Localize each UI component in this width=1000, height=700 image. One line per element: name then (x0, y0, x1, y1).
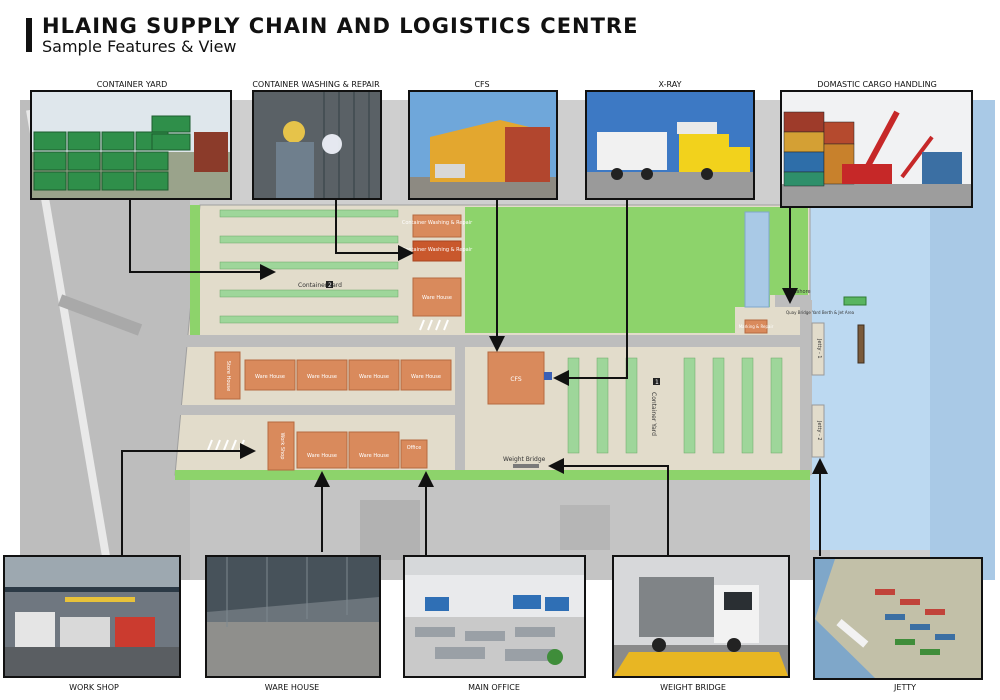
warehouse-south-2 (348, 431, 400, 469)
warehouse-mid-4 (400, 359, 452, 391)
arrow-weight-bridge (548, 458, 669, 556)
pond (744, 211, 770, 308)
container-yard-2-label: Container Yard (298, 282, 342, 289)
photo-main-office (403, 555, 586, 678)
page-subtitle: Sample Features & View (42, 37, 237, 56)
page-title: HLAING SUPPLY CHAIN AND LOGISTICS CENTRE (42, 14, 639, 38)
river (810, 200, 930, 550)
cwr-building-1 (412, 214, 462, 238)
caption-container-yard: CONTAINER YARD (96, 80, 168, 89)
photo-x-ray (585, 90, 755, 200)
container-yard-1-label: Container Yard (650, 392, 657, 436)
arrow-work-shop (121, 443, 256, 555)
caption-x-ray: X-RAY (658, 80, 682, 89)
arrow-washing-repair (335, 200, 414, 261)
warehouse-north (412, 277, 462, 317)
photo-container-washing-repair (252, 90, 382, 200)
photo-work-shop (3, 555, 181, 678)
connector-arrows (121, 198, 828, 556)
caption-main-office: MAIN OFFICE (468, 683, 520, 692)
green-belt-south (175, 470, 810, 480)
warehouse-mid-4-label: Ware House (411, 374, 441, 380)
barge (843, 296, 867, 306)
warehouse-mid-1 (244, 359, 296, 391)
arrow-container-yard (129, 198, 276, 280)
green-field (465, 207, 735, 333)
office-label: Office (407, 445, 422, 451)
photo-jetty (813, 557, 983, 680)
cfs-building (487, 351, 545, 405)
container-yard-2-number: 2 (328, 282, 332, 289)
cfs-label: CFS (510, 376, 522, 383)
jetty-2 (811, 404, 825, 458)
foreshore-label: Foreshore (786, 289, 811, 295)
warehouse-mid-1-label: Ware House (255, 374, 285, 380)
marking-label: Marking & Repair (739, 324, 774, 329)
container-yard-1-badge (653, 378, 660, 385)
warehouse-north-label: Ware House (422, 295, 452, 301)
warehouse-mid-3-label: Ware House (359, 374, 389, 380)
arrow-xray (553, 200, 628, 386)
photo-container-yard (30, 90, 232, 200)
jetty-2-label: Jetty - 2 (816, 420, 822, 441)
warehouse-mid-2-label: Ware House (307, 374, 337, 380)
container-yard-1-slots (567, 357, 783, 454)
ship (857, 324, 865, 364)
caption-cfs: CFS (474, 80, 490, 89)
office-building (400, 439, 428, 469)
road-main (175, 335, 815, 347)
title-accent-bar (26, 18, 32, 52)
road-vertical (455, 347, 465, 472)
warehouse-south-1-label: Ware House (307, 453, 337, 459)
caption-container-washing-repair: CONTAINER WASHING & REPAIR (252, 80, 380, 89)
marking-building (744, 319, 768, 334)
store-house-label: Store House (225, 361, 231, 391)
aerial-roof-2 (560, 505, 610, 550)
store-house (214, 351, 241, 400)
weight-bridge-label: Weight Bridge (503, 456, 546, 463)
caption-jetty: JETTY (894, 683, 916, 692)
quay-label: Quay Bridge Yard Berth & Jet Area (786, 310, 855, 315)
photo-weight-bridge (612, 555, 790, 678)
road-jetty (800, 300, 812, 475)
jetty-1-label: Jetty - 1 (816, 338, 822, 359)
foreshore-strip (775, 295, 810, 307)
container-yard-2-badge (326, 281, 333, 288)
green-belt-west (190, 205, 200, 335)
parking-marks-north (419, 319, 449, 331)
warehouse-mid-3 (348, 359, 400, 391)
aerial-roof-1 (360, 500, 420, 560)
warehouse-south-1 (296, 431, 348, 469)
road-inner (175, 405, 455, 415)
photo-cfs (408, 90, 558, 200)
caption-work-shop: WORK SHOP (69, 683, 119, 692)
aerial-building-strip (57, 294, 143, 336)
photo-domestic-cargo (780, 90, 973, 208)
jetty-1 (811, 322, 825, 376)
warehouse-mid-2 (296, 359, 348, 391)
work-shop-label: Work Shop (279, 433, 285, 460)
cwr-label-2: Container Washing & Repair (402, 247, 473, 253)
container-yard-1-number: 1 (655, 379, 659, 386)
photo-ware-house (205, 555, 381, 678)
caption-domestic-cargo: DOMASTIC CARGO HANDLING (817, 80, 937, 89)
xray-unit (544, 372, 552, 380)
container-yard-2-slots (219, 209, 399, 324)
cwr-label-1: Container Washing & Repair (402, 220, 473, 226)
weight-bridge-pad (513, 464, 539, 468)
warehouse-south-2-label: Ware House (359, 453, 389, 459)
work-shop-building (267, 421, 295, 471)
caption-ware-house: WARE HOUSE (264, 683, 320, 692)
caption-weight-bridge: WEIGHT BRIDGE (660, 683, 726, 692)
